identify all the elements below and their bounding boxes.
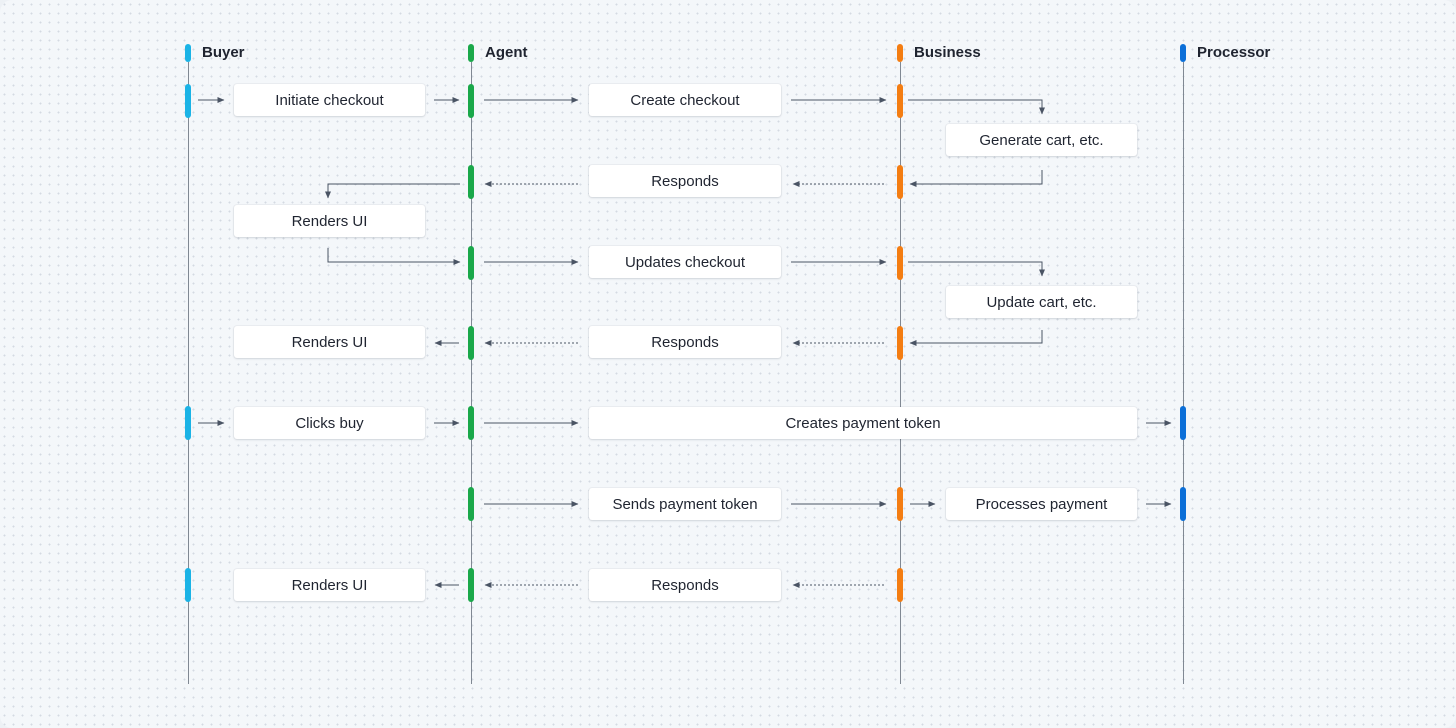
agent-activation [468, 406, 474, 440]
agent-activation [468, 326, 474, 360]
step-processes-payment: Processes payment [946, 488, 1137, 520]
step-initiate-checkout: Initiate checkout [234, 84, 425, 116]
business-lane-marker [897, 44, 903, 62]
step-update-cart: Update cart, etc. [946, 286, 1137, 318]
step-responds: Responds [589, 569, 781, 601]
agent-activation [468, 246, 474, 280]
step-updates-checkout: Updates checkout [589, 246, 781, 278]
business-activation [897, 165, 903, 199]
buyer-activation [185, 84, 191, 118]
arrow-agent-to-renders-ui-1 [325, 183, 460, 199]
lane-label-buyer: Buyer [202, 44, 245, 61]
agent-activation [468, 487, 474, 521]
business-activation [897, 487, 903, 521]
lifeline-processor [1183, 62, 1184, 684]
lane-label-business: Business [914, 44, 981, 61]
lifeline-buyer [188, 62, 189, 684]
business-activation [897, 568, 903, 602]
business-activation [897, 84, 903, 118]
agent-activation [468, 84, 474, 118]
agent-activation [468, 568, 474, 602]
step-clicks-buy: Clicks buy [234, 407, 425, 439]
arrow-update-cart-to-business [909, 330, 1043, 346]
processor-activation [1180, 487, 1186, 521]
step-sends-payment-token: Sends payment token [589, 488, 781, 520]
processor-lane-marker [1180, 44, 1186, 62]
arrow-business-to-generate-cart [908, 99, 1045, 115]
lifeline-agent [471, 62, 472, 684]
arrow-generate-cart-to-business [909, 170, 1043, 187]
step-renders-ui: Renders UI [234, 326, 425, 358]
buyer-lane-marker [185, 44, 191, 62]
business-activation [897, 246, 903, 280]
step-creates-payment-token: Creates payment token [589, 407, 1137, 439]
lane-label-agent: Agent [485, 44, 528, 61]
arrow-business-to-update-cart [908, 261, 1045, 277]
agent-lane-marker [468, 44, 474, 62]
processor-activation [1180, 406, 1186, 440]
step-generate-cart: Generate cart, etc. [946, 124, 1137, 156]
lane-label-processor: Processor [1197, 44, 1271, 61]
business-activation [897, 326, 903, 360]
step-responds: Responds [589, 165, 781, 197]
agent-activation [468, 165, 474, 199]
lifeline-business [900, 62, 901, 684]
arrow-renders-ui-1-to-agent [327, 248, 461, 265]
buyer-activation [185, 568, 191, 602]
step-renders-ui: Renders UI [234, 205, 425, 237]
step-responds: Responds [589, 326, 781, 358]
step-create-checkout: Create checkout [589, 84, 781, 116]
buyer-activation [185, 406, 191, 440]
step-renders-ui: Renders UI [234, 569, 425, 601]
